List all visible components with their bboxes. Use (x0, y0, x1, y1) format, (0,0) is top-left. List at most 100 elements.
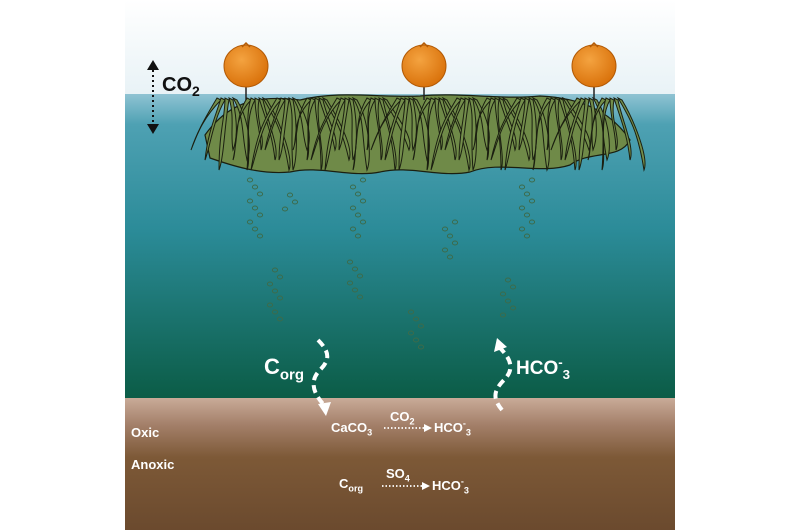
reaction2-product-text: HCO (432, 478, 461, 493)
hco3-sub: 3 (562, 366, 571, 382)
seaweed-frond (258, 97, 277, 161)
seaweed-frond (564, 97, 586, 161)
seaweed-frond (352, 97, 372, 171)
seaweed-frond (558, 97, 577, 171)
bubble (441, 247, 449, 253)
dotted-arrow-icon (382, 482, 430, 490)
bubble (407, 330, 415, 336)
seaweed-frond (348, 97, 357, 161)
bubble (509, 305, 517, 311)
anoxic-label: Anoxic (131, 457, 175, 472)
float-icon (571, 41, 617, 100)
reaction1-product-text: HCO (434, 420, 463, 435)
seaweed-frond (374, 97, 383, 161)
co2-text: CO2 (162, 74, 200, 99)
seaweed-frond (228, 97, 237, 152)
corg-c: C (264, 354, 280, 379)
seaweed-frond (324, 97, 346, 171)
seaweed-frond (494, 97, 503, 171)
seaweed-frond (412, 97, 432, 161)
seaweed-frond (486, 97, 496, 161)
reaction1-product: HCO-3 (434, 418, 471, 438)
reaction1-product-sup: - (462, 418, 466, 429)
bubble (518, 205, 526, 211)
bubble (523, 212, 531, 218)
seaweed-frond (321, 96, 351, 162)
seaweed-frond (218, 97, 230, 171)
seaweed-frond (554, 97, 563, 161)
oxic-label: Oxic (131, 425, 160, 440)
reaction1-product-sub: 3 (465, 427, 471, 438)
corg-label: Corg (264, 354, 305, 384)
seaweed-frond (246, 97, 256, 171)
corg-sub: org (279, 366, 305, 384)
reaction1-reactant: CaCO3 (331, 420, 373, 438)
seaweed-frond (430, 97, 462, 171)
dotted-arrow-icon (384, 424, 432, 432)
sediment-layer (125, 398, 675, 530)
bubble (286, 192, 294, 198)
reaction2-agent: SO4 (386, 466, 410, 484)
seaweed-frond (292, 97, 312, 151)
float-icon (223, 41, 269, 100)
bubble (251, 184, 259, 190)
reaction2-product-sup: - (460, 476, 464, 487)
seaweed-frond (398, 97, 410, 171)
bubble (412, 337, 420, 343)
wavy-arrow-icon (493, 338, 513, 412)
bubble (504, 298, 512, 304)
bubble (356, 294, 364, 300)
bubble (346, 259, 354, 265)
seaweed-frond (587, 97, 607, 161)
seaweed-frond (458, 97, 470, 161)
bubble (446, 254, 454, 260)
bubble (251, 226, 259, 232)
seaweed-frond (408, 97, 417, 152)
bubble (276, 316, 284, 322)
seaweed-frond (261, 96, 291, 172)
seaweed-frond (578, 97, 590, 171)
bubble (518, 184, 526, 190)
bubble (509, 284, 517, 290)
bubble (523, 233, 531, 239)
bubble (266, 302, 274, 308)
bubble (523, 191, 531, 197)
reaction2-reactant: Corg (339, 476, 363, 493)
seaweed-frond (504, 97, 526, 171)
bubble (354, 191, 362, 197)
seaweed-frond (190, 97, 222, 151)
seaweed-frond (561, 96, 591, 152)
bubble (446, 233, 454, 239)
bubble (281, 206, 289, 212)
bubble (356, 273, 364, 279)
bubble (251, 205, 259, 211)
seaweed-frond (232, 97, 252, 161)
bubble (499, 312, 507, 318)
bubble (271, 309, 279, 315)
seaweed-frond (546, 97, 556, 151)
bubble (271, 267, 279, 273)
bubble (417, 323, 425, 329)
seaweed-frond (278, 97, 290, 161)
seaweed-frond (426, 97, 436, 171)
seaweed-frond (601, 97, 611, 171)
seaweed-frond (370, 97, 402, 151)
wavy-arrow-icon (311, 338, 331, 416)
bubble (266, 281, 274, 287)
seaweed-frond (378, 97, 397, 171)
bubble (451, 240, 459, 246)
bubble (349, 226, 357, 232)
seaweed-frond (384, 97, 406, 161)
hco3-text: HCO (516, 358, 559, 379)
bubble (407, 309, 415, 315)
bubble (499, 291, 507, 297)
bubble (349, 184, 357, 190)
seaweed-frond (314, 97, 323, 171)
bubble (246, 177, 254, 183)
double-arrow-icon (147, 60, 159, 134)
seaweed-frond (366, 97, 376, 151)
hco3-sup: - (558, 354, 563, 370)
seaweed-frond (288, 97, 297, 171)
bubble (256, 233, 264, 239)
